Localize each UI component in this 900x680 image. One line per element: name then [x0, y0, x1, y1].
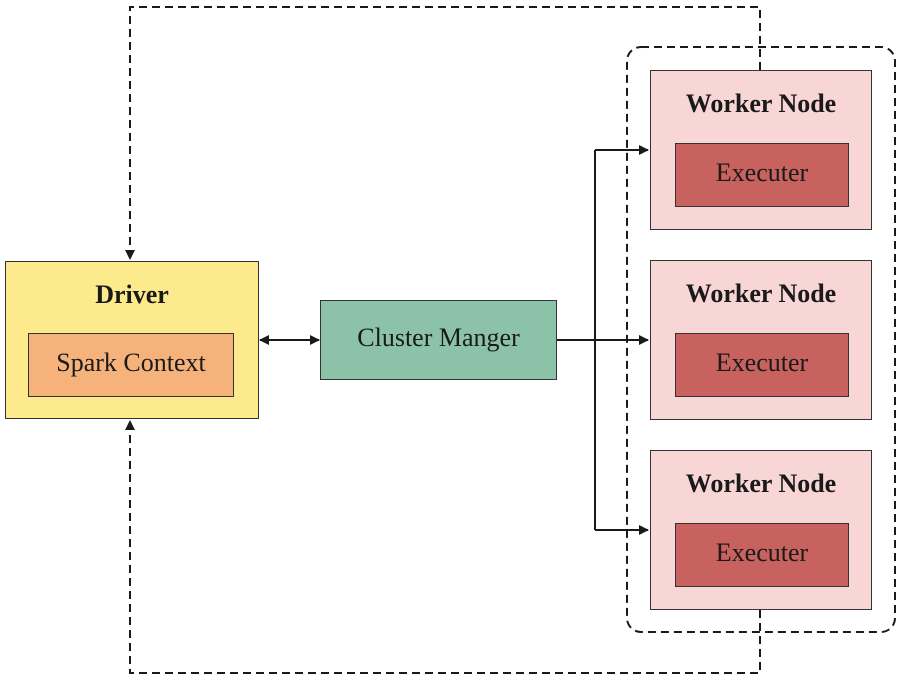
executer-label: Executer	[715, 538, 809, 567]
worker-node-title: Worker Node	[685, 89, 837, 118]
spark-context-label: Spark Context	[56, 348, 206, 377]
executer-label: Executer	[715, 348, 809, 377]
worker-node-title: Worker Node	[685, 469, 837, 498]
dashed-arrow-bottom	[125, 420, 761, 674]
cluster-manager-label: Cluster Manger	[357, 323, 520, 352]
executer-box: Executer	[675, 143, 849, 207]
executer-label: Executer	[715, 158, 809, 187]
dashed-arrow-top	[125, 6, 761, 260]
driver-node: Driver Spark Context	[5, 261, 259, 419]
worker-node-1: Worker Node Executer	[650, 70, 872, 230]
driver-title: Driver	[95, 280, 169, 309]
worker-node-3: Worker Node Executer	[650, 450, 872, 610]
spark-context-box: Spark Context	[28, 333, 234, 397]
executer-box: Executer	[675, 333, 849, 397]
worker-node-2: Worker Node Executer	[650, 260, 872, 420]
executer-box: Executer	[675, 523, 849, 587]
worker-node-title: Worker Node	[685, 279, 837, 308]
cluster-manager-node: Cluster Manger	[320, 300, 557, 380]
